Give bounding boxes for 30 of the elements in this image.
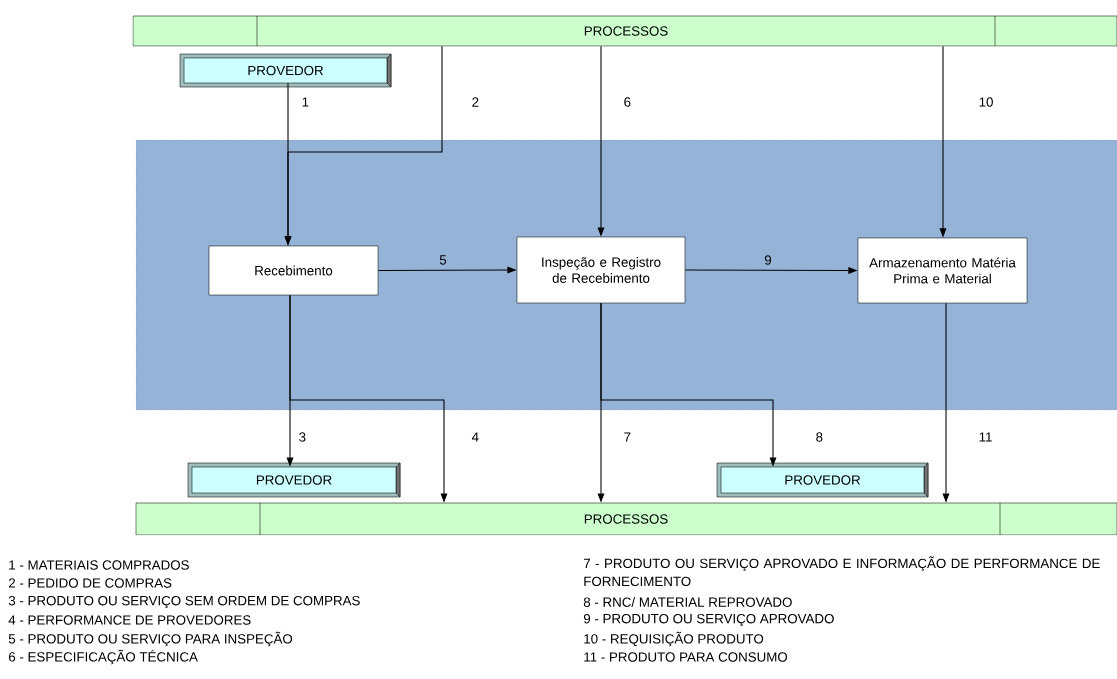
edge-label: 9 — [764, 255, 772, 265]
process-box: Inspeção e Registro de Recebimento — [516, 236, 686, 304]
edge-label: 2 — [472, 97, 479, 107]
note: 5 - PRODUTO OU SERVIÇO PARA INSPEÇÃO — [8, 631, 293, 647]
process-band: PROCESSOS — [135, 502, 1117, 536]
edge-label: 1 — [302, 97, 309, 107]
process-box: Recebimento — [208, 245, 379, 296]
note: 8 - RNC/ MATERIAL REPROVADO — [583, 597, 792, 607]
provider-box: PROVEDOR — [716, 462, 929, 498]
note: 1 - MATERIAIS COMPRADOS — [9, 560, 189, 570]
edge-label: 3 — [299, 432, 306, 442]
edge-label: 5 — [439, 255, 447, 265]
process-box: Armazenamento Matéria Prima e Material — [857, 237, 1028, 304]
note: 11 - PRODUTO PARA CONSUMO — [584, 652, 788, 662]
note: 7 - PRODUTO OU SERVIÇO APROVADO E INFORMAÇÃO DE PERFORMANCE DE FORNECIMENTO — [583, 556, 1100, 587]
edge-label: 10 — [979, 97, 993, 107]
edge-label: 8 — [816, 432, 823, 442]
edge-label: 11 — [979, 432, 992, 442]
note: 6 - ESPECIFICAÇÃO TÉCNICA — [8, 649, 198, 665]
note: 2 - PEDIDO DE COMPRAS — [8, 578, 172, 588]
provider-box: PROVEDOR — [187, 462, 401, 498]
process-band: PROCESSOS — [132, 15, 1117, 47]
note: 4 - PERFORMANCE DE PROVEDORES — [8, 615, 251, 625]
edge-label: 6 — [624, 97, 631, 107]
edge-label: 7 — [624, 432, 631, 442]
note: 3 - PRODUTO OU SERVIÇO SEM ORDEM DE COMPRAS — [8, 595, 360, 609]
provider-box: PROVEDOR — [179, 53, 392, 88]
note: 10 - REQUISIÇÃO PRODUTO — [584, 631, 764, 647]
note: 9 - PRODUTO OU SERVIÇO APROVADO — [583, 613, 834, 627]
edge-label: 4 — [471, 432, 479, 442]
